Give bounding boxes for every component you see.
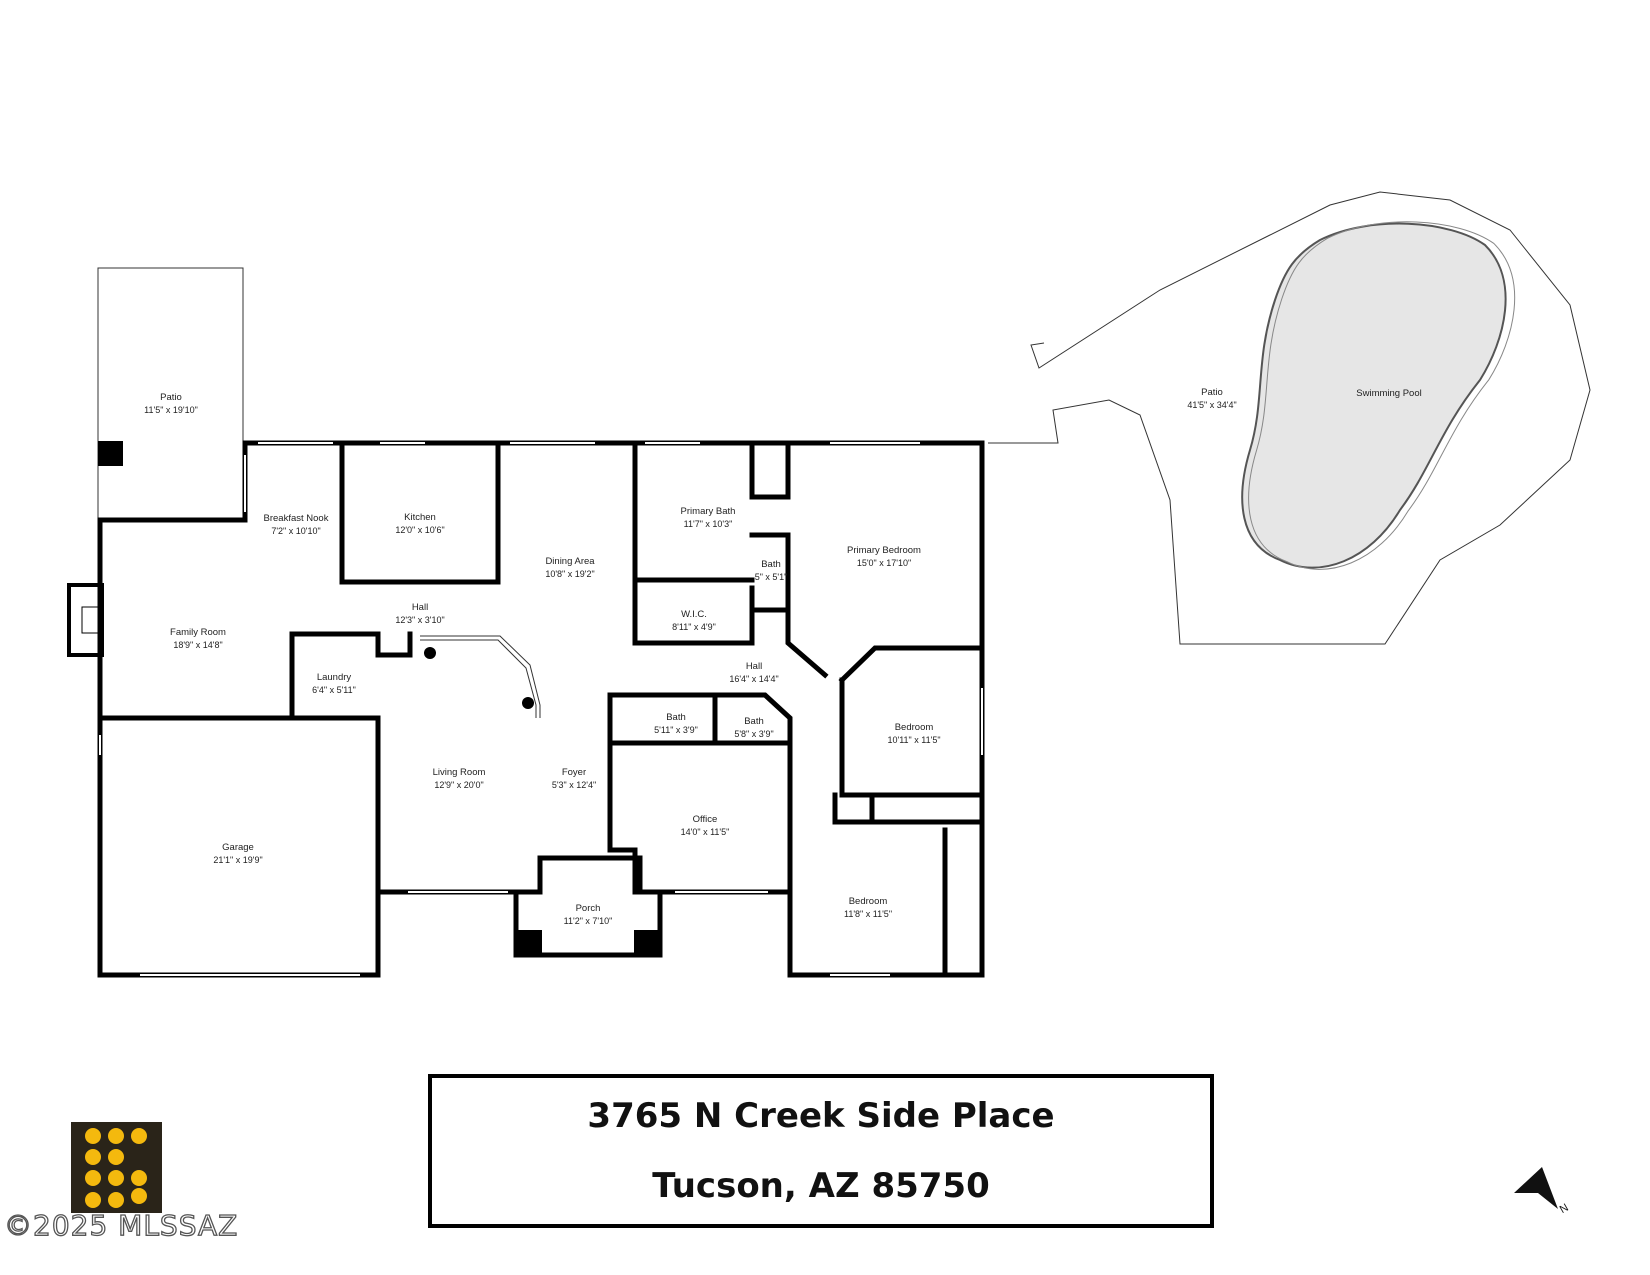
- patio-right-outline: [988, 191, 1591, 645]
- wic-dim: 8'11" x 4'9": [672, 622, 716, 632]
- bedroom-1-name: Bedroom: [895, 722, 934, 733]
- family-room-name: Family Room: [170, 627, 226, 638]
- column-dot: [522, 697, 534, 709]
- breakfast-nook-name: Breakfast Nook: [264, 513, 329, 524]
- patio-left-dim: 11'5" x 19'10": [144, 405, 198, 415]
- bedroom-2-name: Bedroom: [849, 896, 888, 907]
- patio-left-outline: [97, 267, 244, 520]
- bedroom-1-dim: 10'11" x 11'5": [887, 735, 940, 745]
- north-compass-icon: N: [1514, 1167, 1571, 1215]
- swimming-pool-shape: [1241, 222, 1507, 569]
- compass-label: N: [1558, 1202, 1571, 1215]
- breakfast-nook-dim: 7'2" x 10'10": [271, 526, 320, 536]
- porch-name: Porch: [576, 903, 601, 914]
- living-room-dim: 12'9" x 20'0": [434, 780, 483, 790]
- windows: [99, 442, 983, 976]
- laundry-dim: 6'4" x 5'11": [312, 685, 356, 695]
- hall-2-name: Hall: [746, 661, 762, 672]
- kitchen-counter-inner: [420, 639, 537, 718]
- primary-bedroom-dim: 15'0" x 17'10": [857, 558, 911, 568]
- patio-right-name: Patio: [1201, 387, 1223, 398]
- patio-right-dim: 41'5" x 34'4": [1187, 400, 1236, 410]
- bath-3-name: Bath: [744, 716, 764, 727]
- swimming-pool-name: Swimming Pool: [1356, 388, 1421, 399]
- bath-small-name: Bath: [761, 559, 781, 570]
- garage-name: Garage: [222, 842, 254, 853]
- dining-area-name: Dining Area: [545, 556, 595, 567]
- wic-name: W.I.C.: [681, 609, 707, 620]
- garage-dim: 21'1" x 19'9": [213, 855, 262, 865]
- brokerage-logo: [71, 1122, 162, 1213]
- porch-post-left: [518, 930, 542, 954]
- kitchen-name: Kitchen: [404, 512, 436, 523]
- kitchen-counter: [420, 635, 541, 718]
- address-line-2: Tucson, AZ 85750: [652, 1166, 990, 1206]
- primary-bath-dim: 11'7" x 10'3": [684, 519, 733, 529]
- foyer-name: Foyer: [562, 767, 586, 778]
- porch-dim: 11'2" x 7'10": [564, 916, 613, 926]
- copyright-watermark: ©2025 MLSSAZ: [3, 1208, 239, 1242]
- column-dot: [424, 647, 436, 659]
- family-room-dim: 18'9" x 14'8": [173, 640, 222, 650]
- living-room-name: Living Room: [433, 767, 486, 778]
- patio-left-name: Patio: [160, 392, 182, 403]
- primary-bath-name: Primary Bath: [681, 506, 736, 517]
- bedroom-2-dim: 11'8" x 11'5": [844, 909, 892, 919]
- laundry-name: Laundry: [317, 672, 352, 683]
- foyer-dim: 5'3" x 12'4": [552, 780, 596, 790]
- office-name: Office: [693, 814, 718, 825]
- hall-2-dim: 16'4" x 14'4": [729, 674, 778, 684]
- address-line-1: 3765 N Creek Side Place: [587, 1096, 1055, 1136]
- room-labels: Patio 11'5" x 19'10" Breakfast Nook 7'2"…: [144, 387, 1422, 926]
- bath-small-dim: 5" x 5'1": [755, 572, 788, 582]
- interior-walls: [97, 440, 985, 978]
- dining-area-dim: 10'8" x 19'2": [545, 569, 594, 579]
- patio-post: [98, 441, 123, 466]
- hall-1-name: Hall: [412, 602, 428, 613]
- pool-coping: [1248, 221, 1516, 570]
- bath-2-name: Bath: [666, 712, 686, 723]
- office-dim: 14'0" x 11'5": [681, 827, 730, 837]
- porch-post-right: [634, 930, 658, 954]
- kitchen-dim: 12'0" x 10'6": [395, 525, 444, 535]
- hall-1-dim: 12'3" x 3'10": [395, 615, 444, 625]
- bath-3-dim: 5'8" x 3'9": [734, 729, 773, 739]
- primary-bedroom-name: Primary Bedroom: [847, 545, 921, 556]
- bath-2-dim: 5'11" x 3'9": [654, 725, 698, 735]
- address-box: 3765 N Creek Side Place Tucson, AZ 85750: [428, 1074, 1214, 1228]
